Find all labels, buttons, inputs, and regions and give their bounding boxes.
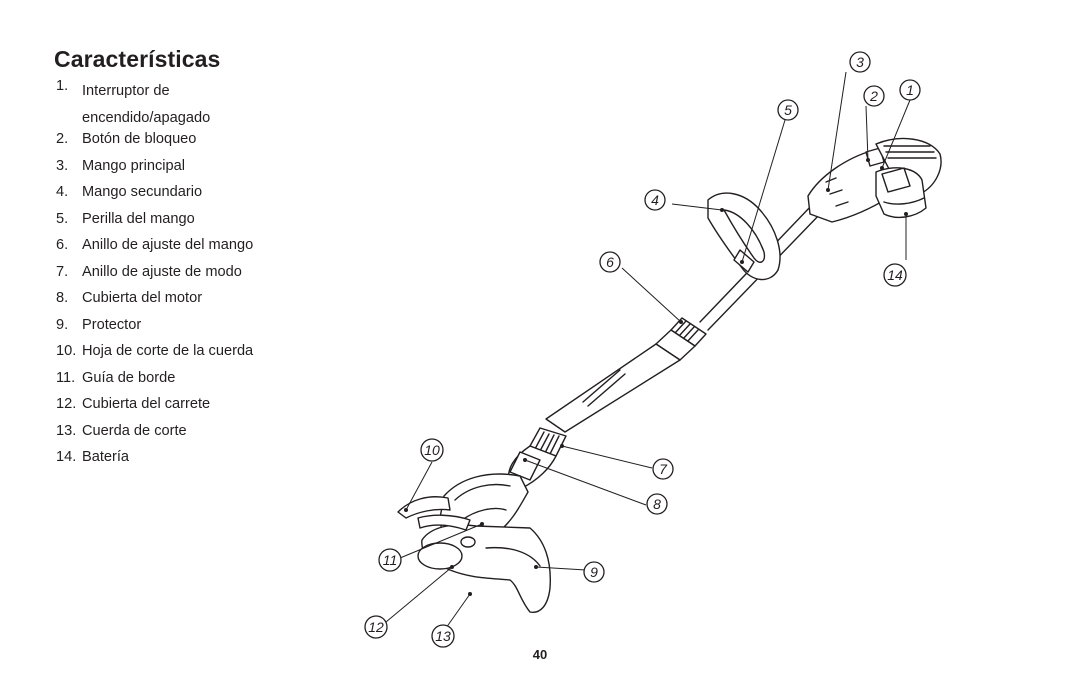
svg-text:9: 9: [590, 564, 598, 580]
edge-guide: [397, 496, 471, 531]
page-title: Características: [54, 46, 221, 72]
callout-7: 7: [652, 458, 674, 480]
feature-item: 4. Mango secundario: [56, 184, 386, 211]
callout-10: 10: [420, 438, 444, 462]
callout-11: 11: [378, 548, 402, 572]
svg-text:5: 5: [784, 102, 792, 118]
feature-item: 9. Protector: [56, 317, 386, 344]
handle-adjustment-ring: [655, 317, 707, 361]
callout-9: 9: [583, 561, 605, 583]
feature-item: 2. Botón de bloqueo: [56, 131, 386, 158]
feature-label: Hoja de corte de la cuerda: [82, 343, 254, 359]
feature-item: 7. Anillo de ajuste de modo: [56, 264, 386, 291]
lower-shaft: [545, 343, 681, 433]
callout-14: 14: [883, 263, 907, 287]
feature-label: Cubierta del carrete: [82, 396, 211, 412]
feature-number: 12.: [56, 396, 77, 412]
feature-number: 14.: [56, 449, 77, 465]
feature-label: Mango secundario: [82, 184, 203, 200]
feature-label: Protector: [82, 316, 142, 333]
feature-label: Perilla del mango: [82, 210, 195, 227]
svg-text:7: 7: [659, 461, 668, 477]
feature-item: 11. Guía de borde: [56, 370, 386, 397]
features-list: 1. Interruptor de encendido/apagado 2. Bot…: [56, 78, 386, 476]
feature-number: 5.: [56, 210, 69, 227]
svg-text:14: 14: [887, 267, 903, 283]
svg-text:8: 8: [653, 496, 661, 512]
feature-number: 11.: [56, 369, 76, 386]
callout-3: 3: [849, 51, 871, 73]
svg-text:11: 11: [383, 552, 398, 568]
callout-1: 1: [899, 79, 921, 101]
feature-label: Anillo de ajuste de modo: [82, 263, 242, 280]
feature-number: 4.: [56, 184, 69, 200]
callout-12: 12: [364, 615, 388, 639]
callout-4: 4: [644, 189, 666, 211]
callout-8: 8: [646, 493, 668, 515]
feature-label: Mango principal: [82, 157, 186, 174]
battery: [875, 167, 927, 219]
svg-text:3: 3: [856, 54, 864, 70]
feature-number: 10.: [56, 343, 77, 359]
feature-item: 8. Cubierta del motor: [56, 290, 386, 317]
feature-number: 9.: [56, 316, 69, 333]
feature-label: Botón de bloqueo: [82, 131, 197, 147]
spool-cap: [417, 536, 476, 570]
feature-label: Guía de borde: [82, 369, 176, 386]
feature-number: 1.: [56, 78, 69, 94]
svg-text:12: 12: [368, 619, 384, 635]
feature-label: Cuerda de corte: [82, 422, 187, 439]
feature-item: 3. Mango principal: [56, 158, 386, 185]
feature-item: 6. Anillo de ajuste del mango: [56, 237, 386, 264]
feature-item: 12. Cubierta del carrete: [56, 396, 386, 423]
feature-item: 1. Interruptor de encendido/apagado: [56, 78, 386, 131]
callout-2: 2: [863, 85, 885, 107]
feature-number: 2.: [56, 131, 69, 147]
feature-number: 7.: [56, 263, 69, 280]
svg-text:2: 2: [869, 88, 878, 104]
feature-item: 13. Cuerda de corte: [56, 423, 386, 450]
svg-text:13: 13: [435, 628, 451, 644]
callout-13: 13: [431, 624, 455, 648]
feature-number: 13.: [56, 422, 77, 439]
feature-item: 10. Hoja de corte de la cuerda: [56, 343, 386, 370]
svg-text:4: 4: [651, 192, 659, 208]
secondary-handle: [707, 192, 781, 281]
svg-text:10: 10: [424, 442, 440, 458]
page-number: 40: [532, 647, 548, 662]
feature-label: Cubierta del motor: [82, 290, 203, 306]
feature-number: 3.: [56, 157, 69, 174]
callout-6: 6: [599, 251, 621, 273]
callout-5: 5: [777, 99, 799, 121]
feature-item: 14. Batería: [56, 449, 386, 476]
feature-label: Batería: [82, 449, 130, 465]
leader-lines: [385, 71, 911, 629]
feature-label: Anillo de ajuste del mango: [82, 237, 254, 253]
svg-text:6: 6: [606, 254, 614, 270]
feature-label: Interruptor de encendido/apagado: [82, 83, 211, 126]
feature-item: 5. Perilla del mango: [56, 211, 386, 238]
feature-number: 8.: [56, 290, 69, 306]
svg-text:1: 1: [906, 82, 914, 98]
leader-dots: [404, 158, 908, 596]
feature-number: 6.: [56, 237, 69, 253]
